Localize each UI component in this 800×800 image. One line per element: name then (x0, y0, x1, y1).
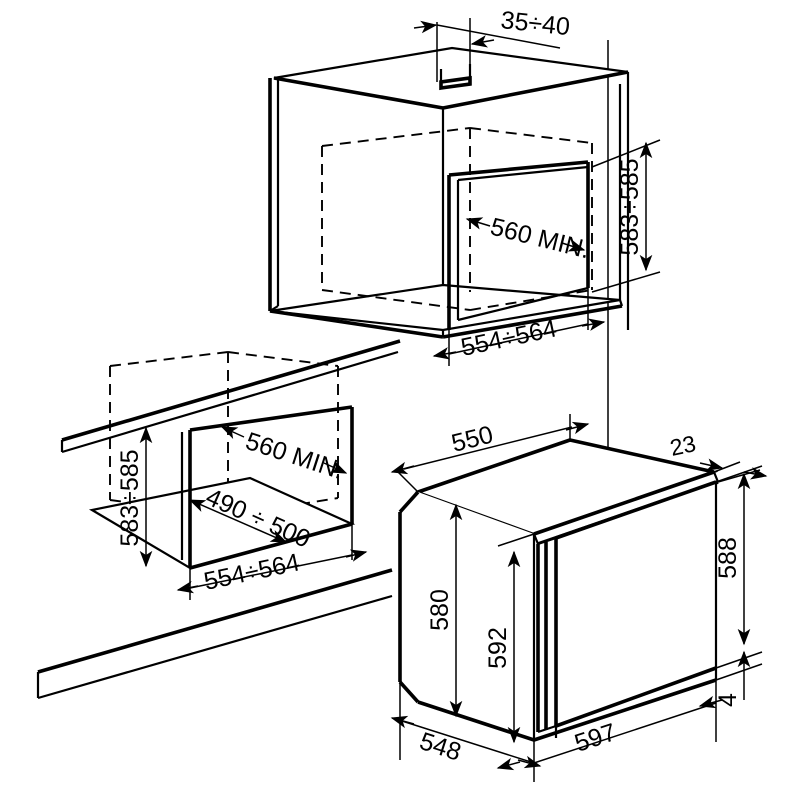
dim-label-oven-door-thickness: 23 (668, 430, 698, 461)
dim-label-lower-niche-height: 583÷585 (116, 449, 144, 546)
dimension-upper-niche-width: 554÷564 (432, 288, 606, 366)
dim-label-oven-body-width: 548 (416, 727, 464, 767)
dimension-oven-foot-offset: 4 (714, 650, 763, 707)
dim-label-oven-side-height: 588 (714, 537, 742, 579)
dim-label-oven-depth-top: 550 (449, 421, 496, 458)
dimension-oven-door-thickness: 23 (668, 430, 768, 483)
worktop-upper-band (60, 339, 401, 454)
dimension-upper-cavity-depth: 560 MIN. (465, 213, 593, 265)
dimension-upper-niche-height: 583÷585 (591, 139, 661, 293)
dim-label-lower-cavity-depth: 560 MIN. (242, 427, 347, 485)
dim-label-oven-front-height: 592 (484, 627, 512, 669)
dimension-lower-niche-height: 583÷585 (116, 426, 153, 568)
dim-label-oven-foot-offset: 4 (714, 693, 742, 707)
dimension-oven-side-height: 588 (714, 465, 763, 669)
dimension-oven-body-height: 580 (426, 503, 463, 718)
worktop-lower-band (36, 568, 393, 700)
dim-label-upper-gap-top: 35÷40 (499, 6, 571, 41)
dimension-oven-front-height: 592 (484, 533, 535, 744)
dim-label-oven-body-height: 580 (426, 589, 454, 631)
dimension-lower-cavity-depth: 560 MIN. (220, 426, 347, 485)
dim-label-upper-cavity-depth: 560 MIN. (488, 213, 593, 265)
upper-cabinet-niche (268, 46, 630, 339)
dim-label-upper-niche-height: 583÷585 (616, 158, 644, 255)
